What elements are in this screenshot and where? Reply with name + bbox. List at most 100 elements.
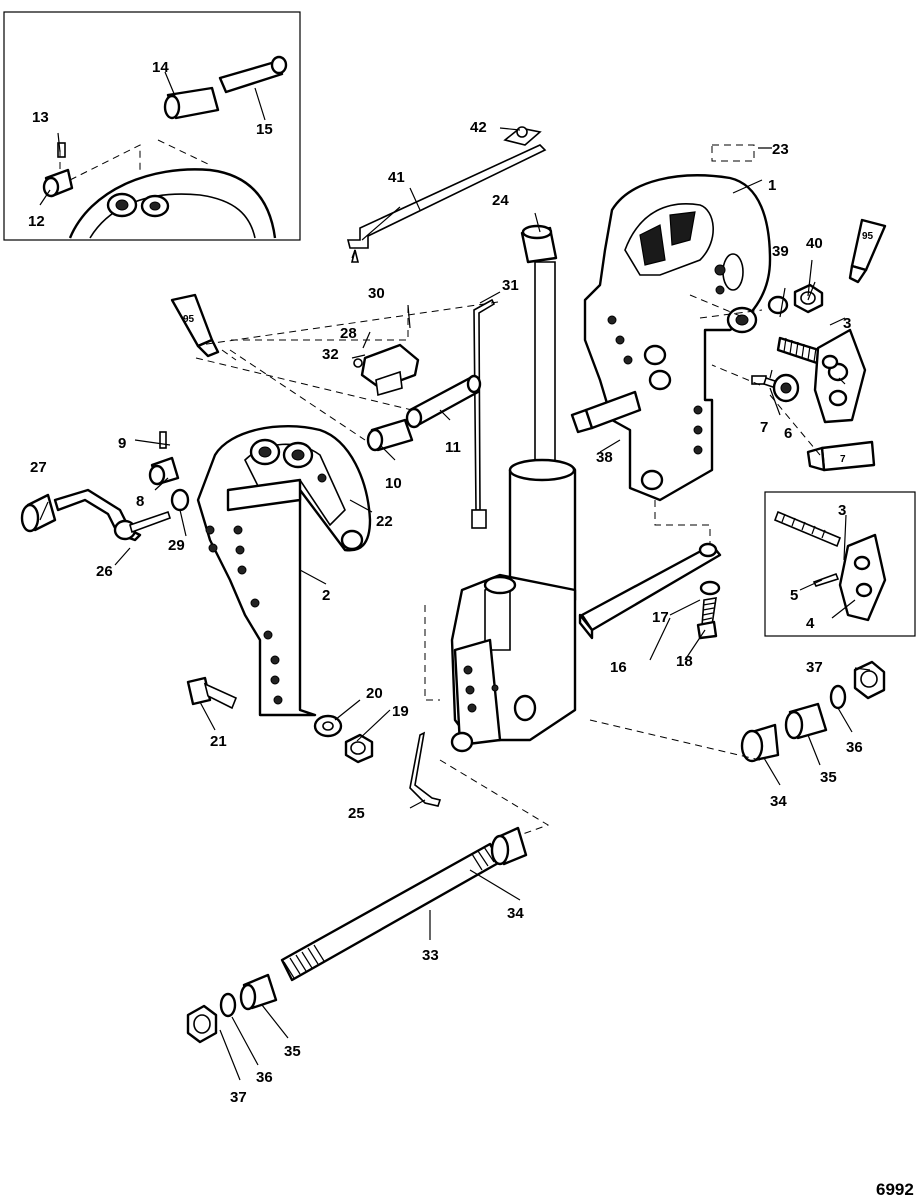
- washer-39: [767, 295, 789, 315]
- washer-17: [699, 580, 721, 627]
- callout-26: 26: [96, 563, 113, 580]
- assembly-dash-lines: [195, 294, 821, 836]
- tube-11: [405, 374, 482, 429]
- callout-35-lower: 35: [284, 1043, 301, 1060]
- callout-11: 11: [445, 439, 461, 456]
- callout-8: 8: [136, 493, 144, 510]
- inset-screw-5: [812, 572, 840, 587]
- bushing-34-right: [740, 723, 780, 763]
- bracket-28: [360, 343, 420, 397]
- rod-31: [471, 298, 496, 529]
- callout-6: 6: [784, 425, 792, 442]
- bolt-38: [570, 390, 642, 434]
- svg-text:95: 95: [862, 231, 874, 242]
- callout-13: 13: [32, 109, 49, 126]
- callout-1: 1: [768, 177, 776, 194]
- clip-42: [503, 126, 542, 146]
- washer-36-lower: [219, 992, 237, 1018]
- plate-3: [813, 328, 867, 424]
- callout-4: 4: [806, 615, 815, 632]
- callout-27: 27: [30, 459, 47, 476]
- inset-pin-13: [57, 142, 66, 158]
- callout-17: 17: [652, 609, 669, 626]
- callout-9: 9: [118, 435, 126, 452]
- lever-27: [20, 493, 57, 533]
- callout-24: 24: [492, 192, 509, 209]
- inset-dash-lines: [59, 139, 211, 181]
- bushing-24: [520, 224, 558, 264]
- callout-33: 33: [422, 947, 439, 964]
- inset-stud-3: [773, 510, 842, 548]
- callout-23: 23: [772, 141, 789, 158]
- callout-34-right: 34: [770, 793, 787, 810]
- callout-32: 32: [322, 346, 339, 363]
- callout-18: 18: [676, 653, 693, 670]
- washer-32: [353, 358, 363, 368]
- callout-29: 29: [168, 537, 185, 554]
- cap-8: [148, 456, 180, 486]
- leader-lines: [39, 71, 871, 1081]
- callout-14: 14: [152, 59, 169, 76]
- callout-36-lower: 36: [256, 1069, 273, 1086]
- inset-box-upper-left: [3, 11, 301, 241]
- callout-19: 19: [392, 703, 409, 720]
- callout-37-lower: 37: [230, 1089, 247, 1106]
- callout-10: 10: [385, 475, 402, 492]
- grease-tube-7: 7: [806, 440, 876, 472]
- callout-22: 22: [376, 513, 393, 530]
- callout-28: 28: [340, 325, 357, 342]
- callout-7: 7: [760, 419, 768, 436]
- svg-text:7: 7: [840, 454, 846, 465]
- rod-41: [346, 144, 547, 263]
- inset-bushing-14: [163, 86, 220, 120]
- callout-16: 16: [610, 659, 627, 676]
- callout-5: 5: [790, 587, 798, 604]
- inset-pin-15: [218, 55, 288, 94]
- pin-9: [159, 431, 167, 449]
- inset-plate-4: [838, 533, 887, 622]
- svg-text:95: 95: [183, 314, 195, 325]
- washer-6: [772, 373, 800, 403]
- grease-tube-95-right: 95: [848, 218, 887, 284]
- washer-20: [313, 714, 343, 738]
- callout-15: 15: [256, 121, 273, 138]
- inset-box-right: [764, 491, 916, 637]
- bushing-10: [366, 418, 414, 452]
- callout-34-lower: 34: [507, 905, 524, 922]
- callout-20: 20: [366, 685, 383, 702]
- callout-2: 2: [322, 587, 330, 604]
- inset-bracket-detail: [68, 168, 277, 239]
- callout-3: 3: [843, 315, 851, 332]
- callout-41: 41: [388, 169, 405, 186]
- clamp-bracket-2: [196, 424, 372, 717]
- callout-31: 31: [502, 277, 519, 294]
- clamp-bracket-1: [583, 174, 772, 502]
- callout-36-right: 36: [846, 739, 863, 756]
- bolt-21: [186, 676, 238, 710]
- nut-37-lower: [186, 1004, 218, 1044]
- callout-21: 21: [210, 733, 227, 750]
- pin-25: [409, 731, 442, 807]
- nut-19: [344, 733, 374, 764]
- callout-3-inset: 3: [838, 502, 846, 519]
- sleeve-35-right: [784, 702, 828, 740]
- washer-29: [170, 488, 190, 512]
- callout-25: 25: [348, 805, 365, 822]
- callout-12: 12: [28, 213, 45, 230]
- lever-26: [53, 488, 172, 542]
- callout-40: 40: [806, 235, 823, 252]
- callout-37-right: 37: [806, 659, 823, 676]
- grease-tube-95-left: 95: [170, 293, 220, 358]
- callout-39: 39: [772, 243, 789, 260]
- washer-36-right: [829, 684, 847, 710]
- callout-35-right: 35: [820, 769, 837, 786]
- part-23-outline: [711, 144, 755, 162]
- callout-38: 38: [596, 449, 613, 466]
- shaft-33: [280, 842, 502, 982]
- figure-number: 6992: [876, 1180, 914, 1199]
- arm-16: [578, 542, 722, 640]
- tilt-cylinder: [450, 261, 577, 753]
- sleeve-35-lower: [239, 973, 278, 1011]
- bushing-34-lower: [490, 826, 528, 866]
